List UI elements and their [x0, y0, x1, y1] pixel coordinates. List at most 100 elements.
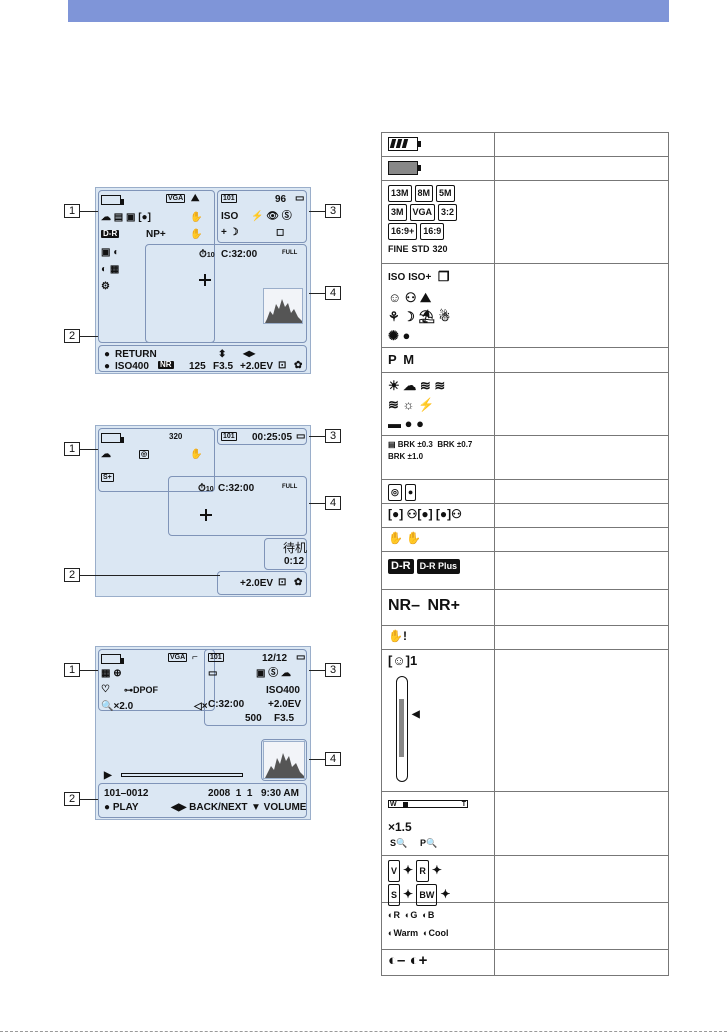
table-row: ☀ ☁ ≋ ≋≋ ☼ ⚡▬ ● ● [381, 373, 669, 436]
table-row [381, 157, 669, 181]
group-2-frame [98, 345, 307, 372]
iso-value: ISO400 [266, 685, 300, 696]
leader-line [80, 211, 98, 212]
elapsed-time: 0:12 [284, 556, 305, 567]
metering-icons: ◎● [388, 483, 490, 502]
macro-flower-icon: ✿ [294, 360, 303, 371]
smart-zoom-label: S🔍 [390, 838, 408, 848]
image-size-icon: VGA [166, 194, 186, 203]
callout-1-still: 1 [64, 204, 80, 218]
folder-icon: 101 [208, 653, 224, 662]
recording-time: 00:25:05 [252, 432, 293, 443]
callout-4-play: 4 [325, 752, 341, 766]
leader-line [309, 211, 325, 212]
color-mode-icon: ▣ ◐ [101, 247, 120, 258]
memory-icon: ▭ [296, 652, 306, 663]
callout-2-still: 2 [64, 329, 80, 343]
updown-arrows: ⬍ [218, 349, 227, 360]
steadyshot-icon: ✋ [190, 212, 203, 223]
av-icon: ◻ [276, 227, 285, 238]
leader-line [80, 449, 98, 450]
table-row [381, 133, 669, 157]
iso-value: ISO400 [115, 361, 149, 372]
play-icon: ▶ [104, 770, 112, 781]
af-crosshair [199, 274, 211, 286]
favorite-icon: ♡ [101, 684, 110, 695]
folder-icon: 101 [221, 432, 237, 441]
callout-4-still: 4 [325, 286, 341, 300]
leftright-arrows: ◀▶ [243, 349, 256, 358]
metering-icon: ⊡ [278, 577, 287, 588]
metering-icon: ⊡ [278, 360, 287, 371]
group-4-frame [145, 244, 307, 343]
group-3-frame [217, 190, 307, 243]
callout-1-play: 1 [64, 663, 80, 677]
volume-button: ▼ VOLUME [251, 802, 307, 813]
leader-line [80, 336, 98, 337]
flash-mode-icon: ⚡ 👁 Ⓢ [251, 211, 292, 222]
aperture: F3.5 [274, 713, 295, 724]
shutter-speed: 125 [189, 361, 206, 372]
playback-screen: VGA ⌐ ▦ ⊕ ♡ ⊶DPOF 🔍×2.0 ◁× 101 12/12 ▭ ▭… [95, 646, 311, 820]
scene-icon: ☁ ▤ ▣ [●] [101, 212, 151, 223]
shutter-speed: 500 [245, 713, 262, 724]
aperture: F3.5 [213, 361, 234, 372]
histogram [263, 741, 305, 779]
group-3-frame [217, 428, 307, 445]
exposure-value: +2.0EV [240, 361, 274, 372]
recording-time: C:32:00 [221, 249, 258, 260]
callout-2-play: 2 [64, 792, 80, 806]
album-icon: ▦ ⊕ [101, 668, 122, 679]
smile-pointer-icon: ◀ [412, 709, 420, 720]
callout-2-movie: 2 [64, 568, 80, 582]
table-row: V✦ R✦S✦ BW✦ [381, 856, 669, 906]
folder-change-icon: ▭ [208, 668, 218, 679]
callout-3-movie: 3 [325, 429, 341, 443]
table-row: ✋ ✋ [381, 528, 669, 552]
flash-charge: FULL [282, 250, 298, 256]
face-detect-icons: [●] ⚇[●] [●]⚇ [388, 507, 462, 521]
page-bottom-line [0, 1031, 727, 1032]
soft-snap-icon: S+ [101, 473, 114, 482]
battery-icon [101, 433, 124, 444]
battery-icon [101, 195, 124, 206]
group-1-frame [98, 649, 215, 711]
callout-3-still: 3 [325, 204, 341, 218]
callout-1-movie: 1 [64, 442, 80, 456]
table-row: ✋! [381, 626, 669, 650]
iso-dot: ● [104, 361, 111, 372]
leader-line [309, 759, 325, 760]
leader-line [309, 436, 325, 437]
memory-icon: ▭ [296, 431, 306, 442]
remaining-time: C:32:00 [218, 483, 255, 494]
leader-line [309, 670, 325, 671]
contrast-icon: ◐ ▦ [101, 264, 120, 275]
group-1-frame [98, 428, 215, 492]
timer-value: C:32:00 [208, 699, 245, 710]
date: 2008 1 1 [208, 788, 253, 799]
iso-icon: ISO [221, 211, 239, 222]
volume-mute-icon: ◁× [194, 701, 208, 712]
battery-icon [101, 654, 124, 665]
rec-still-screen: VGA ⛰ ☁ ▤ ▣ [●] ✋ D-R NP+ ✋ ▣ ◐ ◐ ▦ ⚙ 10… [95, 187, 311, 374]
nr-icons: NR– NR+ [388, 597, 460, 614]
shake-warning-icon: ✋! [388, 629, 407, 643]
standby-frame [264, 538, 307, 570]
color-filter-icons: V✦ R✦S✦ BW✦ [388, 859, 490, 907]
header-bar [68, 0, 669, 22]
macro-flower-icon: ✿ [294, 577, 303, 588]
memory-icon: ▭ [295, 193, 305, 204]
exposure-value: +2.0EV [240, 578, 274, 589]
steadyshot-warning-icon: ✋ [190, 229, 203, 240]
noise-reduction-icon: NP+ [146, 229, 166, 240]
flash-charge: FULL [282, 484, 298, 490]
scene-icon: ☁ [101, 449, 111, 460]
table-row: ◐– ◐+ [381, 950, 669, 976]
